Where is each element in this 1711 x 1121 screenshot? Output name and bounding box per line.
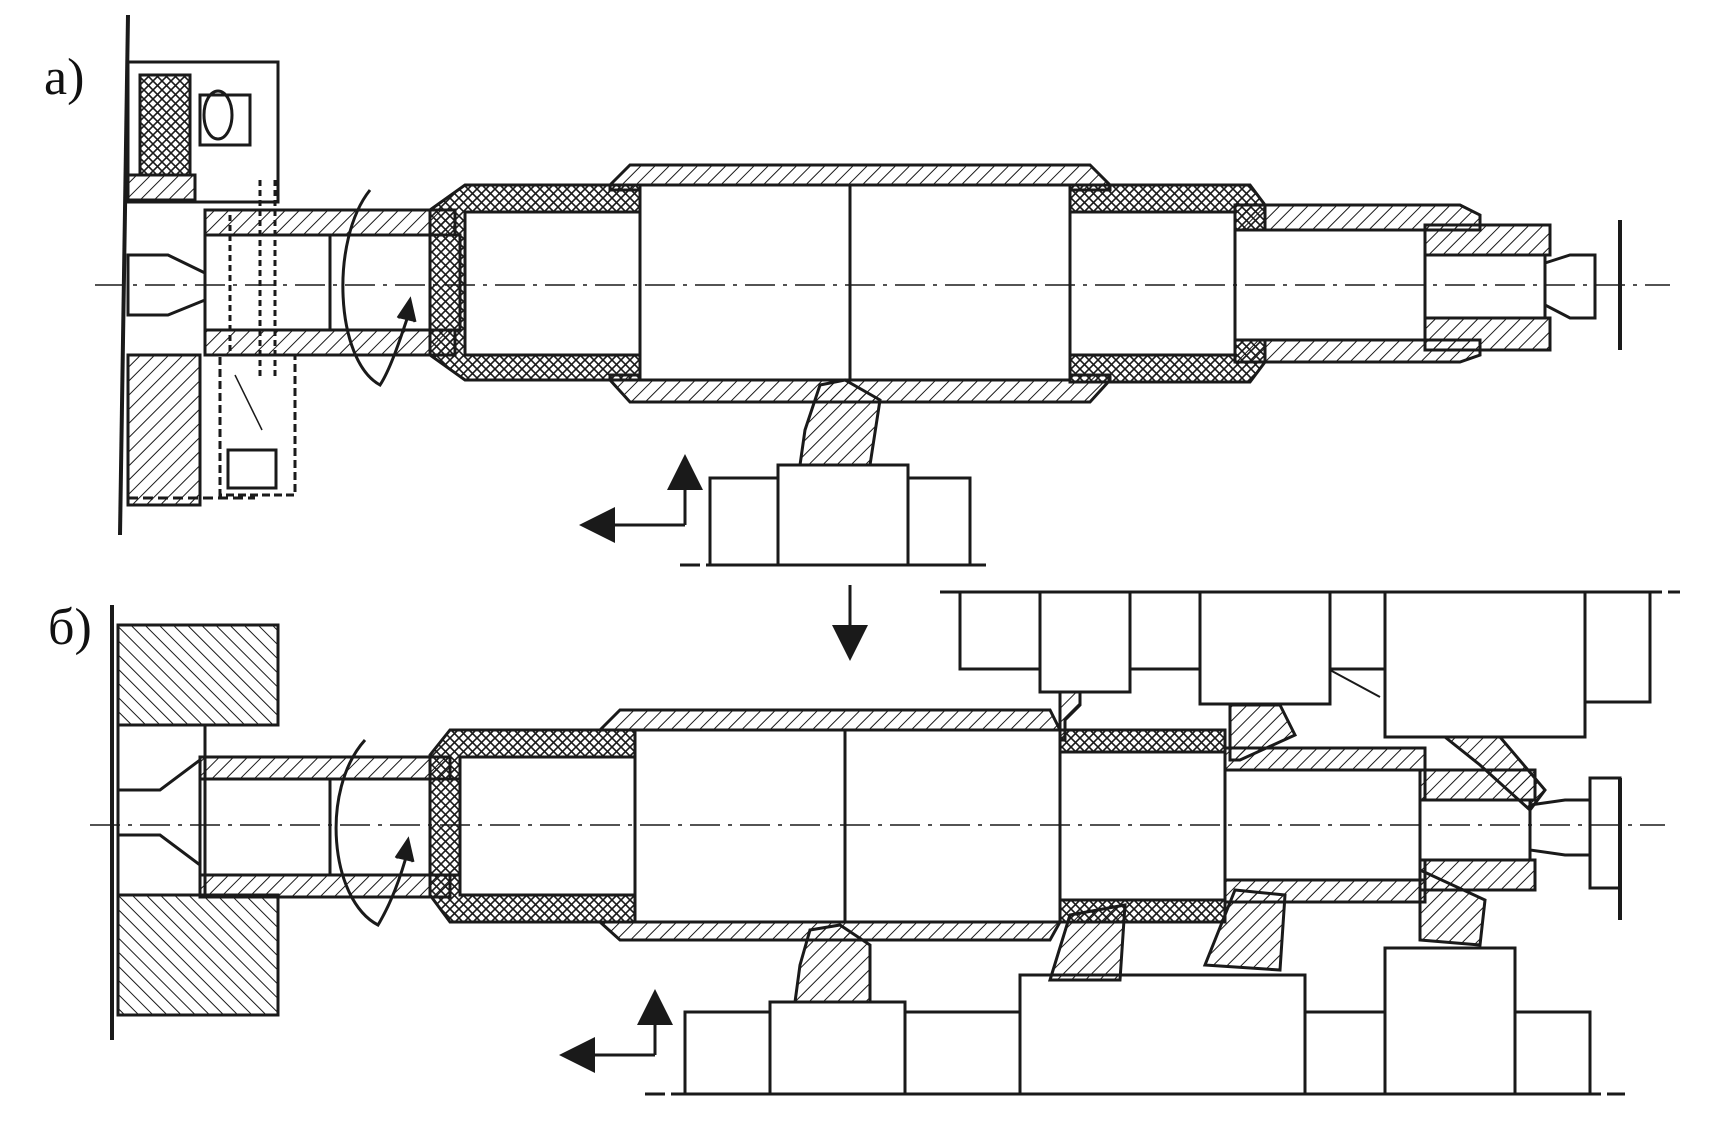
shaft-a — [328, 163, 1552, 404]
cutting-tool-a — [680, 378, 990, 567]
chuck-top-a — [126, 60, 280, 204]
feed-direction-arrow-icon — [579, 454, 703, 543]
panel-b-label: б) — [48, 599, 92, 656]
chuck-top-b — [116, 623, 280, 727]
lower-tool-block — [645, 867, 1625, 1096]
chuck-bottom-a — [126, 353, 297, 507]
collet-a — [203, 180, 457, 380]
panel-a — [95, 14, 1670, 567]
right-center-a — [1543, 253, 1597, 320]
panel-a-label: а) — [44, 49, 85, 106]
upper-tool-block — [940, 590, 1680, 813]
tailstock-b — [1588, 776, 1622, 890]
rotation-arrow-icon — [341, 189, 412, 387]
chuck-bottom-b — [116, 893, 280, 1017]
feed-direction-arrow-icon — [559, 989, 673, 1073]
panel-b — [90, 590, 1680, 1096]
rotation-arrow-icon — [334, 738, 410, 927]
right-center-b — [1528, 798, 1592, 857]
